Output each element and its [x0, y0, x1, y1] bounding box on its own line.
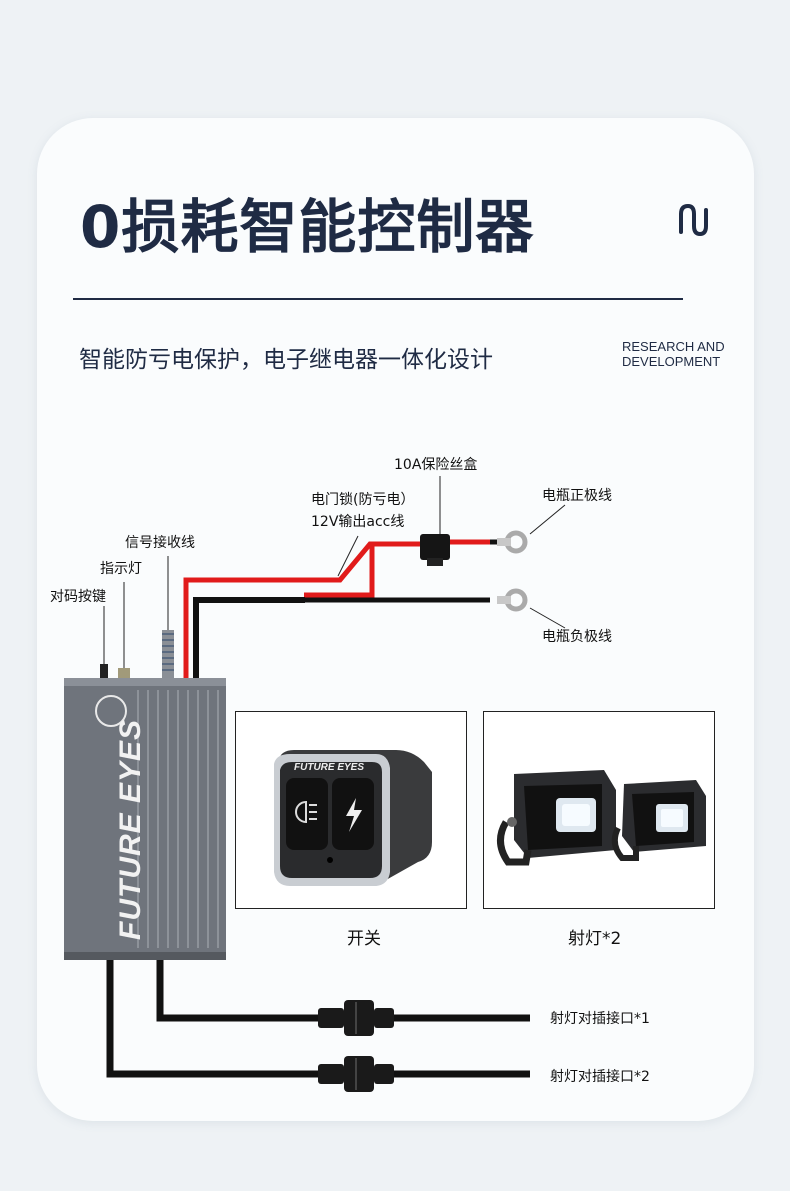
- switch-brand: FUTURE EYES: [294, 762, 365, 773]
- label-battery-positive: 电瓶正极线: [542, 488, 612, 504]
- switch-illustration: [274, 750, 432, 886]
- label-indicator: 指示灯: [100, 561, 142, 577]
- spotlight-photo: [483, 711, 715, 909]
- positive-terminal: [497, 504, 566, 554]
- label-pair-button: 对码按键: [50, 589, 106, 605]
- signal-antenna: [162, 556, 174, 680]
- black-wire: [193, 597, 305, 680]
- label-port-2: 射灯对插接口*2: [550, 1069, 650, 1085]
- fuse-box: [420, 476, 450, 566]
- research-tag: RESEARCH AND DEVELOPMENT: [622, 339, 725, 369]
- red-wire: [183, 541, 420, 680]
- switch-photo: FUTURE EYES: [235, 711, 467, 909]
- connector-1: [318, 1000, 394, 1036]
- label-fuse-box: 10A保险丝盒: [394, 457, 478, 473]
- indicator-light: [118, 582, 130, 680]
- label-port-1: 射灯对插接口*1: [550, 1011, 650, 1027]
- label-acc-wire: 12V输出acc线: [311, 514, 405, 530]
- connector-2: [318, 1056, 394, 1092]
- caption-switch: 开关: [347, 929, 381, 949]
- controller-brand: FUTURE EYES: [114, 718, 147, 940]
- page-title: 0损耗智能控制器: [80, 193, 535, 261]
- controller-box: [64, 678, 226, 960]
- negative-terminal: [497, 588, 566, 629]
- caption-spotlight: 射灯*2: [568, 929, 622, 949]
- spotlight-illustration: [497, 770, 706, 866]
- label-door-lock: 电门锁(防亏电）: [311, 492, 415, 508]
- subtitle: 智能防亏电保护，电子继电器一体化设计: [79, 347, 493, 373]
- pair-button: [100, 606, 108, 680]
- output-cable-1: [156, 960, 530, 1022]
- label-battery-negative: 电瓶负极线: [542, 629, 612, 645]
- label-signal-wire: 信号接收线: [125, 535, 195, 551]
- title-divider: [73, 298, 683, 300]
